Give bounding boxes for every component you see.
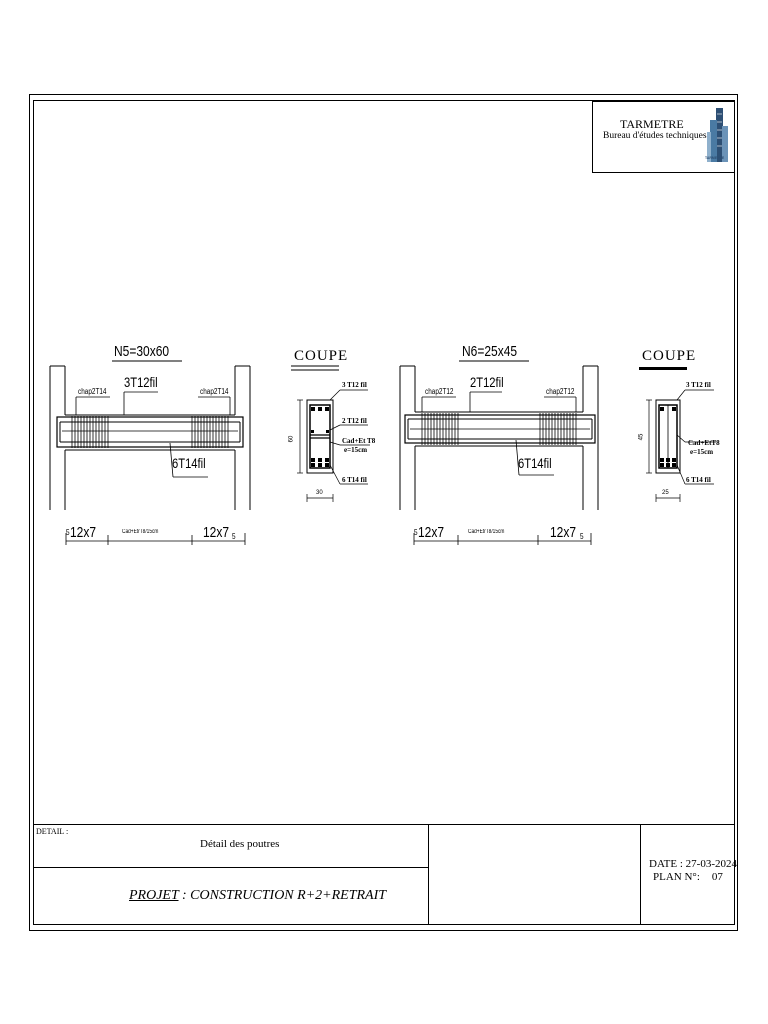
titleblock-project-box: PROJET : CONSTRUCTION R+2+RETRAIT	[33, 867, 429, 925]
sheet-outer-border	[29, 94, 738, 931]
section2-width-dimension: 25	[662, 490, 669, 496]
plan-label: PLAN N°:	[653, 871, 700, 883]
building-logo-icon	[707, 108, 728, 162]
beam2-stirrups-mid: Cad+EtrT8/15cm	[468, 529, 505, 535]
section1-title: COUPE	[294, 348, 349, 364]
beam2-stirrup-dimension-line	[413, 533, 592, 545]
beam2-elevation	[399, 365, 599, 510]
beam2-stirrups-left: 12x7	[418, 524, 445, 541]
detail-label: DETAIL :	[36, 827, 69, 836]
section1-bottom-label: 6 T14 fil	[342, 476, 367, 484]
section2-bottom-label: 6 T14 fil	[686, 476, 711, 484]
beam1-title-underline	[112, 360, 182, 362]
section1-height-dimension: 60	[288, 435, 295, 443]
beam2-bottom-bars-label: 6T14fil	[518, 455, 552, 471]
beam1-stirrups-right: 12x7	[203, 524, 230, 541]
beam1-title: N5=30x60	[114, 343, 170, 360]
project-line: PROJET : CONSTRUCTION R+2+RETRAIT	[129, 888, 386, 904]
plan-number: 07	[711, 871, 723, 883]
titleblock-detail-box: DETAIL : Détail des poutres	[33, 824, 429, 868]
beam1-right-edge: 5	[232, 532, 236, 541]
section2-title: COUPE	[642, 348, 697, 364]
beam2-title: N6=25x45	[462, 343, 518, 360]
beam2-stirrups-right: 12x7	[550, 524, 577, 541]
logo-subtitle: Bureau d'études techniques	[603, 131, 707, 141]
section2-top-label: 3 T12 fil	[686, 381, 711, 389]
beam2-top-bars-label: 2T12fil	[470, 374, 504, 390]
section2-height-dimension: 45	[638, 433, 645, 441]
beam1-stirrups-left: 12x7	[70, 524, 97, 541]
project-value: : CONSTRUCTION R+2+RETRAIT	[178, 888, 387, 903]
section1-spacing-label: e=15cm	[344, 446, 368, 454]
plan-number-line: PLAN N°: 07	[653, 871, 723, 883]
section1-cross-section	[297, 389, 370, 502]
titleblock-blank-box	[428, 824, 641, 925]
section1-mid-label: 2 T12 fil	[342, 417, 367, 425]
section1-title-underline	[291, 365, 339, 371]
section2-stirrup-label: Cad+EtT8	[688, 439, 720, 447]
logo-title: TARMETRE	[620, 117, 684, 131]
logo-badge: TARMETRE	[705, 156, 725, 160]
section1-stirrup-label: Cad+Et T8	[342, 437, 376, 445]
logo-box: TARMETRE Bureau d'études techniques TARM…	[592, 101, 735, 173]
beam2-left-edge: 5	[414, 528, 418, 537]
project-label: PROJET	[129, 888, 179, 903]
beam1-top-bars-label: 3T12fil	[124, 374, 158, 390]
beam1-elevation	[49, 365, 251, 510]
section2-cross-section	[646, 389, 716, 502]
section2-title-underline	[639, 367, 687, 370]
detail-value: Détail des poutres	[200, 838, 280, 850]
beam1-left-edge: 5	[66, 528, 70, 537]
date-text: DATE : 27-03-2024	[649, 858, 737, 870]
beam2-chap-right-label: chap2T12	[546, 387, 575, 396]
beam2-title-underline	[459, 360, 529, 362]
beam1-chap-right-label: chap2T14	[200, 387, 229, 396]
titleblock-date-box: DATE : 27-03-2024 PLAN N°: 07	[640, 824, 737, 925]
section1-width-dimension: 30	[316, 490, 323, 496]
beam2-chap-left-label: chap2T12	[425, 387, 454, 396]
beam1-chap-left-label: chap2T14	[78, 387, 107, 396]
section2-spacing-label: e=15cm	[690, 448, 714, 456]
section1-top-label: 3 T12 fil	[342, 381, 367, 389]
beam1-stirrup-dimension-line	[65, 533, 246, 545]
beam1-bottom-bars-label: 6T14fil	[172, 455, 206, 471]
beam1-stirrups-mid: Cad+EtrT8/15cm	[122, 529, 159, 535]
beam2-right-edge: 5	[580, 532, 584, 541]
